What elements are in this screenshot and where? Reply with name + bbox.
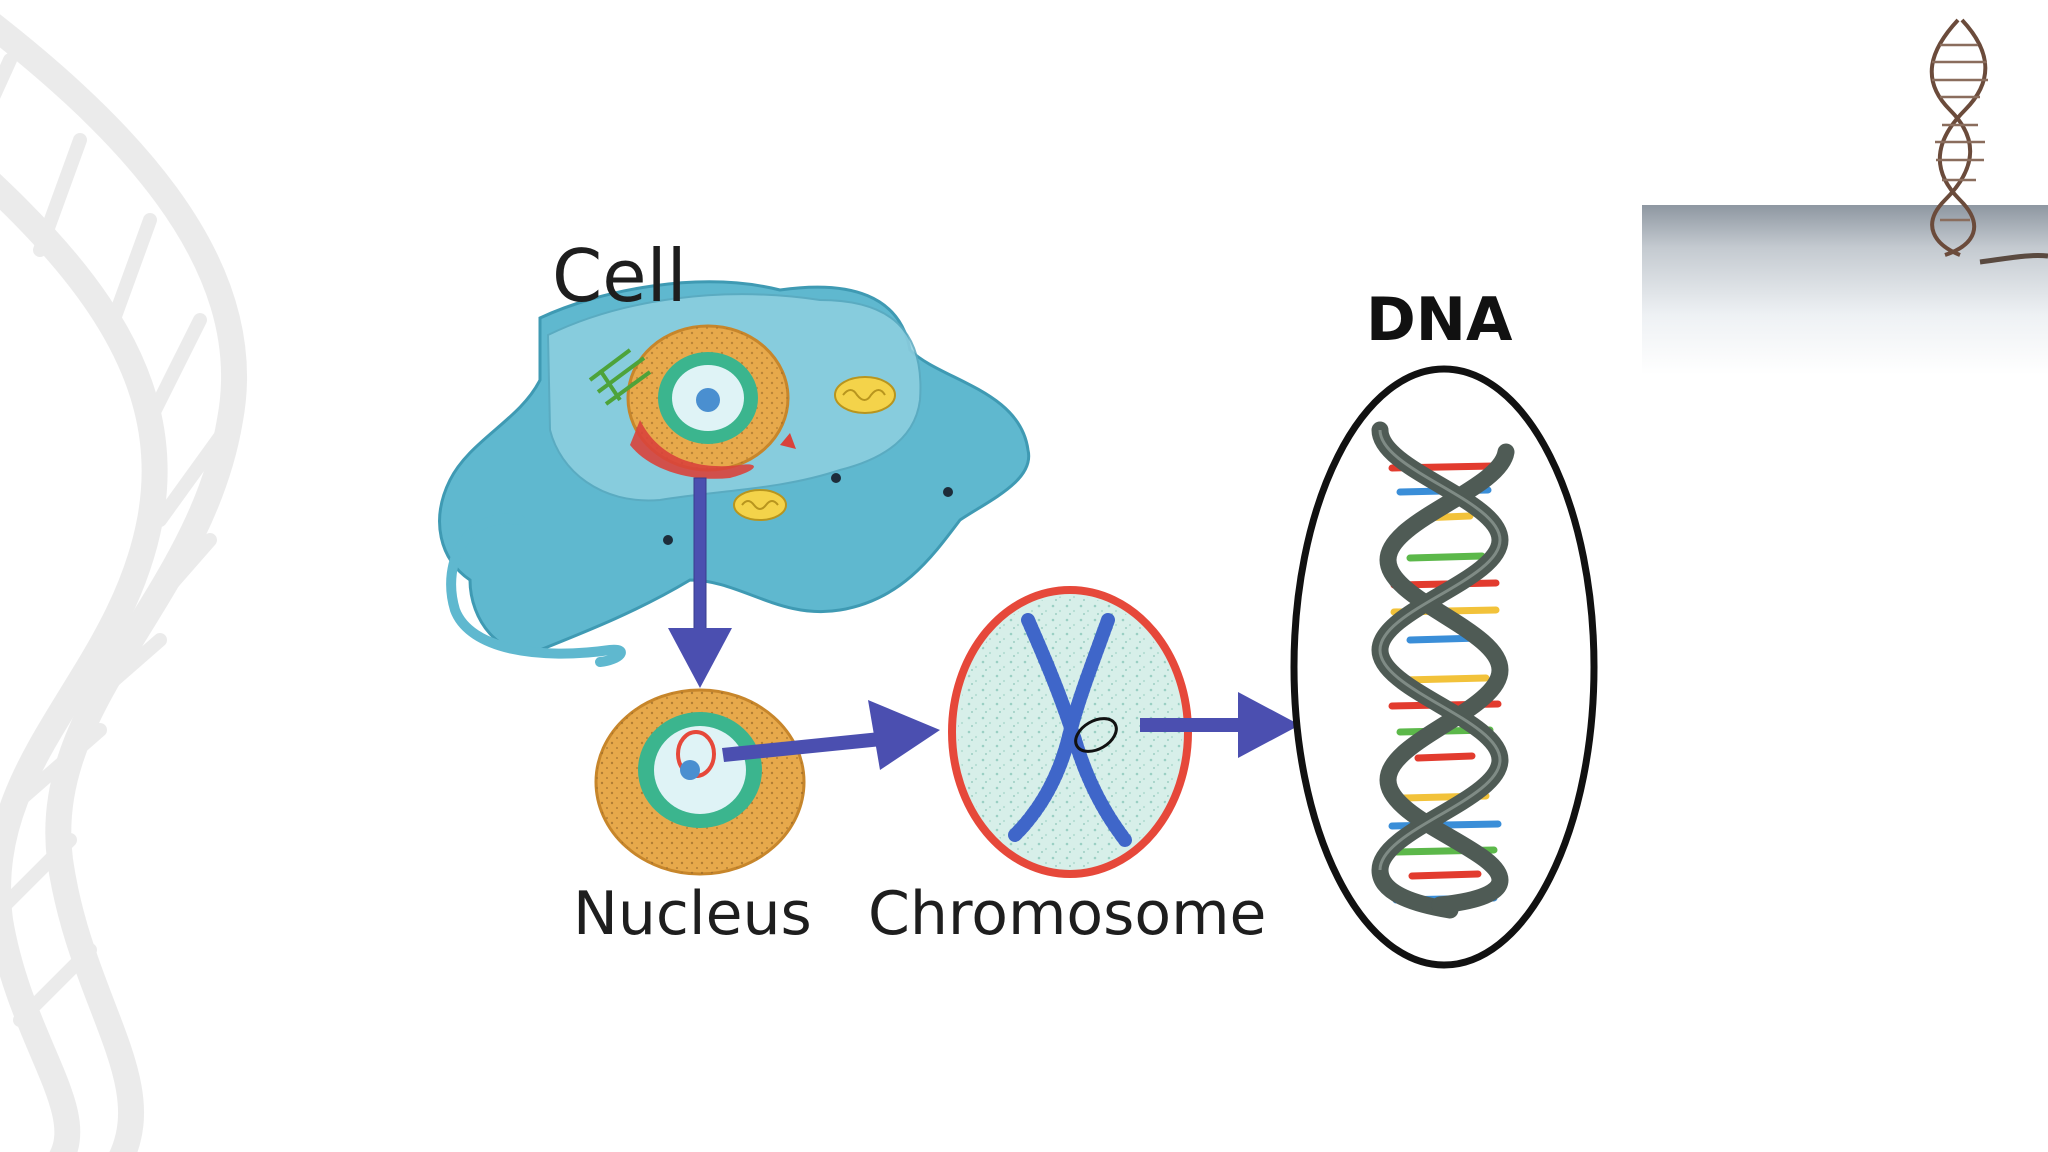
endoplasmic-reticulum bbox=[630, 420, 754, 479]
mitochondrion-2 bbox=[733, 489, 787, 521]
corner-gradient-panel bbox=[1642, 205, 2048, 375]
background-helix-left bbox=[0, 14, 248, 1152]
arrow-chromosome-to-dna bbox=[1140, 692, 1300, 758]
chromosome-label: Chromosome bbox=[868, 879, 1267, 949]
golgi-green bbox=[588, 348, 652, 406]
chromosome-illustration bbox=[948, 586, 1192, 878]
dna-illustration bbox=[1290, 365, 1598, 969]
cell-nucleus-small bbox=[626, 324, 790, 472]
dna-ellipse bbox=[1290, 365, 1598, 969]
cell-illustration bbox=[438, 280, 1031, 667]
dna-label: DNA bbox=[1366, 285, 1513, 355]
cell-tail bbox=[446, 513, 626, 667]
corner-dna-icon bbox=[1929, 18, 2048, 265]
arrow-cell-to-nucleus bbox=[668, 477, 732, 688]
arrow-nucleus-to-chromosome bbox=[722, 700, 940, 770]
cell-label: Cell bbox=[552, 234, 687, 318]
nucleus-illustration bbox=[594, 688, 806, 876]
centriole bbox=[780, 433, 796, 449]
mitochondrion-1 bbox=[834, 376, 896, 414]
nucleus-label: Nucleus bbox=[573, 879, 812, 949]
